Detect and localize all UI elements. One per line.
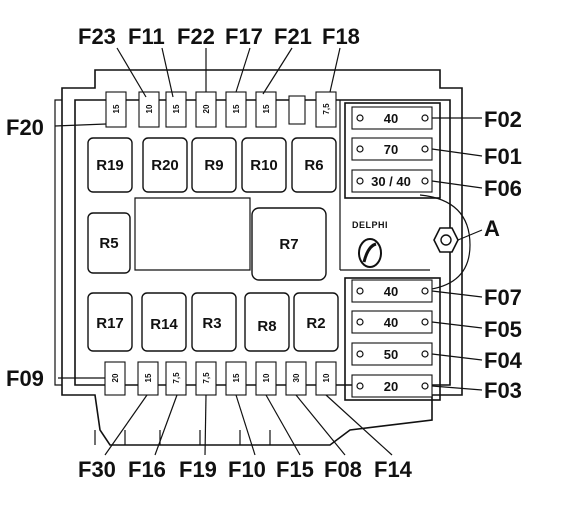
relay-r7-label: R7	[279, 236, 298, 253]
label-f21: F21	[274, 24, 312, 49]
relay-r14-label: R14	[150, 316, 178, 333]
fuse-f14-rating: 10	[322, 373, 331, 382]
relay-r5	[87, 212, 131, 274]
relay-r6	[291, 137, 337, 193]
relay-r14	[141, 292, 187, 352]
label-a: A	[484, 216, 500, 241]
label-f03: F03	[484, 378, 522, 403]
maxi-fuse-f02-rating: 40	[384, 111, 398, 126]
label-f16: F16	[128, 457, 166, 482]
label-f05: F05	[484, 317, 522, 342]
label-f23: F23	[78, 24, 116, 49]
fuse-f08-rating: 30	[292, 373, 301, 382]
delphi-emblem-icon	[358, 238, 382, 268]
label-f06: F06	[484, 176, 522, 201]
label-f10: F10	[228, 457, 266, 482]
relay-r5-label: R5	[99, 235, 118, 252]
top-fuse-row: 15 10 15 20 15 15 7,5	[105, 91, 337, 128]
bottom-fuse-row: 20 15 7,5 7,5 15 10 30 10	[104, 361, 337, 396]
relay-r6-label: R6	[304, 157, 323, 174]
label-f30: F30	[78, 457, 116, 482]
relay-r8-label: R8	[257, 318, 276, 335]
top-callouts: F23 F11 F22 F17 F21 F18	[78, 24, 360, 49]
fuse-f09-rating: 20	[111, 373, 120, 382]
maxi-fuses-upper: 40 70 30 / 40	[344, 102, 441, 199]
maxi-fuses-lower: 40 40 50 20	[344, 277, 441, 401]
lower-relay-row: R17 R14 R3 R8 R2	[87, 292, 339, 352]
relay-r9-label: R9	[204, 157, 223, 174]
fuse-f15-rating: 10	[262, 373, 271, 382]
relay-r7	[251, 207, 327, 281]
delphi-brand: DELPHI	[352, 220, 388, 230]
fuse-f18	[315, 91, 337, 128]
fuse-f23-rating: 10	[145, 104, 154, 113]
fuse-f21	[255, 91, 277, 128]
left-callouts: F20 F09	[6, 115, 44, 391]
fuse-f16-rating: 7,5	[172, 372, 181, 384]
relay-r9	[191, 137, 237, 193]
maxi-fuse-f03-rating: 20	[384, 379, 398, 394]
fuse-f10-rating: 15	[232, 373, 241, 382]
upper-relay-row: R19 R20 R9 R10 R6	[87, 137, 337, 193]
bottom-callouts: F30 F16 F19 F10 F15 F08 F14	[78, 457, 413, 482]
delphi-logo: DELPHI	[352, 220, 388, 268]
label-f04: F04	[484, 348, 523, 373]
label-f07: F07	[484, 285, 522, 310]
relay-r20	[142, 137, 188, 193]
relay-r2	[293, 292, 339, 352]
fuse-f22-rating: 20	[202, 104, 211, 113]
fuse-f17-rating: 15	[232, 104, 241, 113]
relay-r17	[87, 292, 133, 352]
leader-lines	[54, 47, 483, 456]
fuse-f18-rating: 7,5	[322, 103, 331, 115]
fuse-f20-rating: 15	[112, 104, 121, 113]
relay-r3-label: R3	[202, 315, 221, 332]
maxi-fuse-f06-rating: 30 / 40	[371, 174, 411, 189]
fuse-f16	[165, 361, 187, 396]
empty-fuse-slot	[288, 95, 306, 125]
relay-r3	[191, 292, 237, 352]
label-f02: F02	[484, 107, 522, 132]
fuse-f20	[105, 91, 127, 128]
fuse-f11-rating: 15	[172, 104, 181, 113]
relay-r17-label: R17	[96, 315, 124, 332]
right-callouts: F02 F01 F06 A F07 F05 F04 F03	[484, 107, 523, 403]
label-f15: F15	[276, 457, 314, 482]
relay-r2-label: R2	[306, 315, 325, 332]
relay-r19-label: R19	[96, 157, 124, 174]
label-f09: F09	[6, 366, 44, 391]
label-f11: F11	[128, 24, 165, 49]
relay-r8	[244, 292, 290, 352]
maxi-fuse-f07-rating: 40	[384, 284, 398, 299]
fuse-f21-rating: 15	[262, 104, 271, 113]
fuse-f30	[137, 361, 159, 396]
relay-r10	[241, 137, 287, 193]
label-f22: F22	[177, 24, 215, 49]
label-f14: F14	[374, 457, 413, 482]
maxi-fuse-f04-rating: 50	[384, 347, 398, 362]
middle-relay-row: R5 R7	[87, 207, 327, 281]
fuse-f30-rating: 15	[144, 373, 153, 382]
label-f08: F08	[324, 457, 362, 482]
relay-r10-label: R10	[250, 157, 278, 174]
label-f20: F20	[6, 115, 44, 140]
center-panel	[134, 197, 251, 271]
label-f17: F17	[225, 24, 263, 49]
relay-r20-label: R20	[151, 157, 179, 174]
fuse-f19-rating: 7,5	[202, 372, 211, 384]
maxi-fuse-f01-rating: 70	[384, 142, 398, 157]
fuse-f23	[138, 91, 160, 128]
label-f01: F01	[484, 144, 522, 169]
relay-r19	[87, 137, 133, 193]
terminal-a	[419, 194, 471, 291]
label-f19: F19	[179, 457, 217, 482]
maxi-fuse-f05-rating: 40	[384, 315, 398, 330]
fuse-f11	[165, 91, 187, 128]
label-f18: F18	[322, 24, 360, 49]
